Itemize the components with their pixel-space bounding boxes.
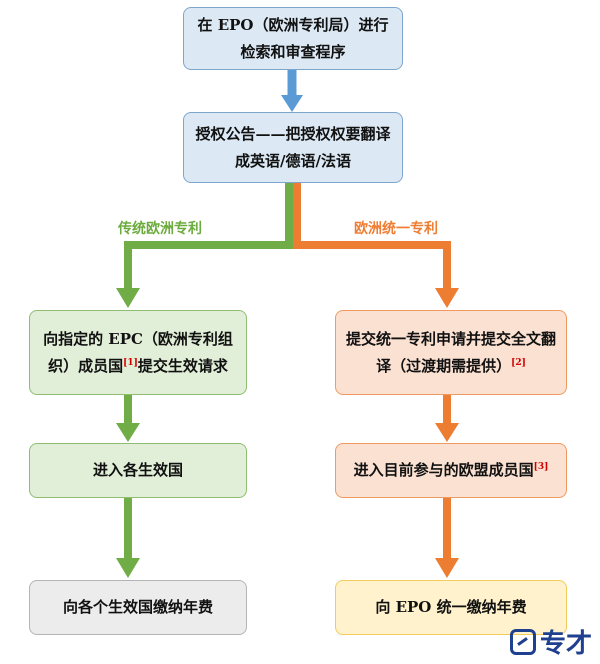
node-enter-states-text: 进入各生效国 [92,461,183,480]
node-grant-text: 授权公告——把授权权要翻译成英语/德语/法语 [195,125,391,170]
brand-logo: 专才 [509,623,592,660]
node-eu-states-content: 进入目前参与的欧盟成员国[3] [354,457,549,483]
node-search-exam: 在 EPO（欧洲专利局）进行检索和审查程序 [183,7,403,70]
node-pay-fees-each-text: 向各个生效国缴纳年费 [62,598,213,617]
node-pay-fees-epo-text: 向 EPO 统一缴纳年费 [375,598,527,617]
green-branch-arrowhead [116,288,140,308]
node-pay-fees-each: 向各个生效国缴纳年费 [29,580,247,635]
branch-label-traditional: 传统欧洲专利 [118,221,202,237]
zhuancai-logo-icon [509,628,536,655]
arrowhead-unitary-to-eu [435,423,459,442]
brand-logo-text: 专才 [539,629,592,659]
node-eu-states-text: 进入目前参与的欧盟成员国 [353,461,534,480]
node-unitary-request: 提交统一专利申请并提交全文翻译（过渡期需提供）[2] [335,310,567,395]
footnote-ref-3: [3] [533,462,549,473]
footnote-ref-1: [1] [123,357,138,368]
node-epc-validation: 向指定的 EPC（欧洲专利组织）成员国[1]提交生效请求 [29,310,247,395]
node-search-exam-text: 在 EPO（欧洲专利局）进行检索和审查程序 [197,16,389,61]
green-branch-line [124,183,293,290]
node-unitary-request-text: 提交统一专利申请并提交全文翻译（过渡期需提供） [345,330,556,375]
node-grant: 授权公告——把授权权要翻译成英语/德语/法语 [183,112,403,183]
arrowhead-enter-to-fees [116,558,140,578]
node-pay-fees-epo: 向 EPO 统一缴纳年费 [335,580,567,635]
node-epc-validation-text: 向指定的 EPC（欧洲专利组织）成员国 [43,330,233,375]
node-eu-states: 进入目前参与的欧盟成员国[3] [335,443,567,498]
node-epc-validation-text-tail: 提交生效请求 [137,356,228,375]
node-epc-validation-content: 向指定的 EPC（欧洲专利组织）成员国[1]提交生效请求 [38,326,238,379]
node-unitary-request-content: 提交统一专利申请并提交全文翻译（过渡期需提供）[2] [344,326,558,379]
orange-branch-line [293,183,451,290]
branch-label-unitary: 欧洲统一专利 [354,221,438,237]
orange-branch-arrowhead [435,288,459,308]
arrowhead-epc-to-enter [116,423,140,442]
footnote-ref-2: [2] [511,357,526,368]
node-enter-states: 进入各生效国 [29,443,247,498]
arrowhead-eu-to-fees [435,558,459,578]
arrowhead-search-to-grant [281,95,303,112]
